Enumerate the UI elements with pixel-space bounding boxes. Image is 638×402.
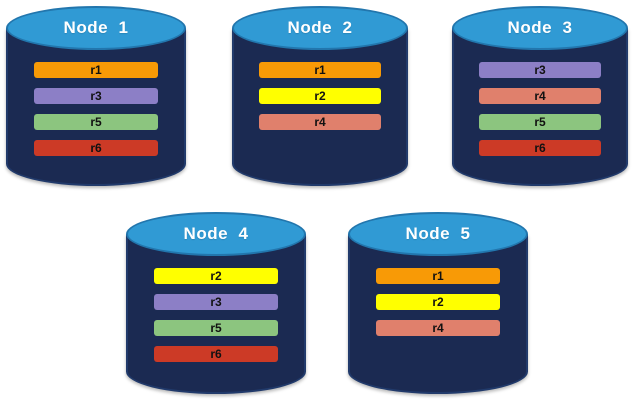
replica-bar[interactable]: r2 <box>259 88 381 104</box>
replica-bar[interactable]: r4 <box>259 114 381 130</box>
cylinder-top-ellipse <box>126 212 306 256</box>
node-cylinder-2[interactable]: Node 2 r1 r2 r4 <box>232 6 408 186</box>
replica-bar[interactable]: r3 <box>33 88 159 104</box>
cylinder-top-ellipse <box>452 6 628 50</box>
replica-bar[interactable]: r1 <box>375 268 501 284</box>
replica-bar[interactable]: r1 <box>259 62 381 78</box>
cylinder-body <box>452 28 628 186</box>
replica-list: r3 r4 r5 r6 <box>452 62 628 156</box>
node-cylinder-4[interactable]: Node 4 r2 r3 r5 r6 <box>126 212 306 394</box>
node-title: Node 3 <box>507 18 573 37</box>
replica-bar[interactable]: r1 <box>33 62 159 78</box>
replica-bar[interactable]: r2 <box>375 294 501 310</box>
replica-list: r1 r2 r4 <box>232 62 408 130</box>
replica-bar[interactable]: r5 <box>33 114 159 130</box>
replica-bar[interactable]: r5 <box>479 114 601 130</box>
replica-list: r1 r2 r4 <box>348 268 528 336</box>
cylinder-top-ellipse <box>6 6 186 50</box>
cylinder-body <box>232 28 408 186</box>
replica-bar[interactable]: r6 <box>479 140 601 156</box>
node-cylinder-1[interactable]: Node 1 r1 r3 r5 r6 <box>6 6 186 186</box>
replica-bar[interactable]: r4 <box>375 320 501 336</box>
replica-bar[interactable]: r3 <box>153 294 279 310</box>
replica-bar[interactable]: r4 <box>479 88 601 104</box>
node-title: Node 5 <box>405 224 471 243</box>
node-cylinder-5[interactable]: Node 5 r1 r2 r4 <box>348 212 528 394</box>
replica-bar[interactable]: r6 <box>153 346 279 362</box>
replica-bar[interactable]: r6 <box>33 140 159 156</box>
node-cylinder-3[interactable]: Node 3 r3 r4 r5 r6 <box>452 6 628 186</box>
node-title: Node 4 <box>183 224 249 243</box>
node-title: Node 1 <box>63 18 129 37</box>
cylinder-top-ellipse <box>232 6 408 50</box>
cylinder-top-ellipse <box>348 212 528 256</box>
replica-bar[interactable]: r5 <box>153 320 279 336</box>
replica-list: r1 r3 r5 r6 <box>6 62 186 156</box>
replica-bar[interactable]: r3 <box>479 62 601 78</box>
replica-list: r2 r3 r5 r6 <box>126 268 306 362</box>
node-title: Node 2 <box>287 18 353 37</box>
replica-bar[interactable]: r2 <box>153 268 279 284</box>
cylinder-body <box>126 234 306 394</box>
